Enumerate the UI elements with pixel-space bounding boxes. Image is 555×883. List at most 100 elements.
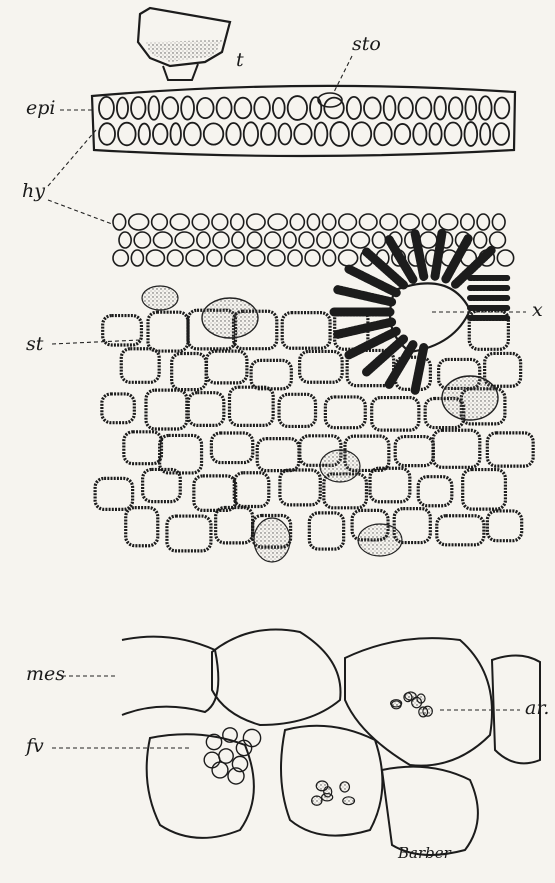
tissue-cell xyxy=(167,516,211,551)
hypodermis-cell xyxy=(317,232,331,248)
tissue-cell xyxy=(300,351,343,382)
hypodermis-cell xyxy=(134,232,150,248)
epidermis-cell xyxy=(244,122,258,145)
epidermis-cell xyxy=(330,122,349,146)
epidermis-cell xyxy=(99,123,115,145)
granules xyxy=(312,692,433,805)
epidermis-cell xyxy=(131,97,145,119)
hypodermis-cell xyxy=(268,250,285,266)
hypodermis-cell xyxy=(197,232,210,248)
epidermis-cell xyxy=(254,97,270,119)
tissue-cell xyxy=(280,470,320,505)
hypodermis-cell xyxy=(192,214,209,230)
epidermis-cell xyxy=(495,98,510,119)
hypodermis-cell xyxy=(152,214,168,230)
tissue-cell xyxy=(418,477,452,506)
epidermis-cell xyxy=(479,96,491,120)
bundle-cell xyxy=(204,752,220,768)
hypodermis-cell xyxy=(339,250,358,266)
tissue-cell xyxy=(463,470,506,510)
hypodermis-cell xyxy=(231,214,244,230)
tissue-cell xyxy=(206,351,246,383)
epidermis-cell xyxy=(413,123,426,144)
tissue-cell xyxy=(194,476,236,510)
hypodermis-cell xyxy=(299,232,314,248)
hypodermis-cell xyxy=(119,232,131,248)
epidermis-cell xyxy=(181,96,194,119)
epidermis-cell xyxy=(465,96,476,120)
tissue-cell xyxy=(487,433,533,466)
epidermis-cell xyxy=(261,123,276,145)
epidermis-cell xyxy=(170,123,180,145)
finger-cell xyxy=(415,233,424,276)
bundle-cell xyxy=(243,729,260,746)
hypodermis-cell xyxy=(323,250,336,266)
epidermis-cell xyxy=(226,123,240,145)
finger-cell xyxy=(338,322,392,334)
epidermis-panel xyxy=(92,8,515,156)
tissue-cell xyxy=(372,398,419,431)
granule xyxy=(322,794,333,801)
epidermis-cell xyxy=(197,98,214,118)
epidermis-cell xyxy=(162,97,178,119)
hypodermis-cell xyxy=(232,232,244,248)
epidermis-cell xyxy=(480,123,490,144)
epidermis-cell xyxy=(364,97,381,118)
epidermis-cell xyxy=(464,122,477,146)
granule xyxy=(316,781,328,791)
epidermis-cell xyxy=(429,123,441,145)
signature: Barber xyxy=(397,844,452,862)
tissue-cell xyxy=(433,430,480,467)
hypodermis-cell xyxy=(474,232,487,248)
hypodermis-cell xyxy=(113,214,126,230)
granule xyxy=(343,797,355,805)
hypodermis-cell xyxy=(339,214,357,230)
granule xyxy=(404,693,412,702)
epidermis-cells xyxy=(99,96,509,146)
hypodermis-cell xyxy=(247,250,265,266)
tissue-cell xyxy=(395,437,433,466)
hypodermis-cell xyxy=(439,214,458,230)
label-epi: epi xyxy=(26,97,55,119)
epidermis-cell xyxy=(204,123,224,144)
hypodermis-cell xyxy=(129,214,149,230)
hypodermis-cell xyxy=(207,250,222,266)
label-mes: mes xyxy=(26,663,65,685)
hypodermis-cell xyxy=(305,250,320,266)
label-sto: sto xyxy=(352,33,381,55)
epidermis-cell xyxy=(235,98,252,119)
label-t: t xyxy=(236,49,244,71)
epidermis-cell xyxy=(288,96,307,120)
hypodermis-cell xyxy=(359,214,377,230)
hypodermis-cell xyxy=(290,214,304,230)
epidermis-cell xyxy=(324,98,344,119)
epidermis-cell xyxy=(99,97,114,119)
labels: t sto epi hy st x mes fv ar. Barber xyxy=(22,33,549,862)
epidermis-cell xyxy=(139,124,150,145)
tissue-cell xyxy=(216,507,253,542)
hypodermis-cell xyxy=(247,214,265,230)
tissue-cell xyxy=(251,360,291,388)
tissue-cell xyxy=(146,390,187,429)
granule xyxy=(340,782,350,792)
epidermis-cell xyxy=(445,123,462,146)
tissue-cell xyxy=(143,469,181,501)
tissue-cell xyxy=(325,397,365,428)
epidermis-cell xyxy=(315,122,328,145)
tissue-cell xyxy=(102,394,134,423)
epidermis-cell xyxy=(395,124,411,144)
tissue-cell xyxy=(121,349,159,383)
mesophyll-panel xyxy=(122,630,540,855)
tissue-cell xyxy=(279,394,315,426)
hypodermis-cell xyxy=(288,250,302,266)
tissue-cells xyxy=(95,310,533,551)
hypodermis-cell xyxy=(284,232,297,248)
epidermis-cell xyxy=(347,97,361,119)
tissue-cell xyxy=(282,313,330,349)
mesophyll-cell xyxy=(281,726,382,836)
hypodermis-cell xyxy=(497,250,513,266)
hypodermis-cell xyxy=(170,214,189,230)
hypodermis-cell xyxy=(213,232,229,248)
tissue-cell xyxy=(229,387,273,425)
hypodermis-cell xyxy=(490,232,506,248)
